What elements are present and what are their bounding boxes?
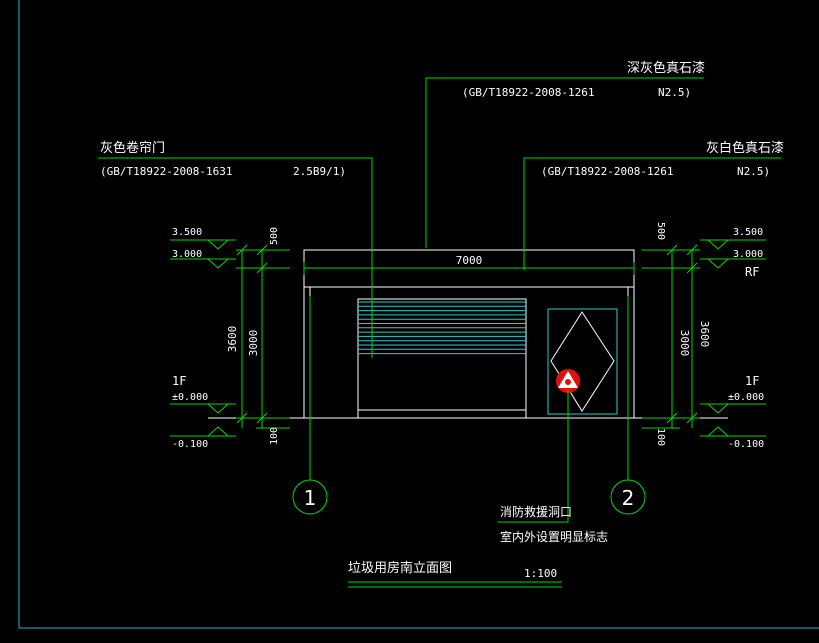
leader-lines [98, 77, 781, 523]
level-right-top: 3.500 [733, 227, 763, 238]
level-left-floor-name: 1F [172, 374, 186, 388]
left-level-markers [170, 239, 236, 437]
dim-left-500: 500 [269, 227, 280, 245]
level-right-floor-name: 1F [745, 374, 759, 388]
fire-rescue-sign-icon [556, 369, 580, 393]
fire-rescue-window [547, 308, 618, 415]
level-right-ground: -0.100 [728, 439, 764, 450]
right-level-markers [700, 239, 766, 437]
dim-left-3000: 3000 [247, 330, 260, 357]
callout-dark-grey-ref: (GB/T18922-2008-1261 [462, 86, 594, 99]
right-dimensions [642, 244, 700, 429]
title-underline [348, 581, 562, 588]
drawing-title: 垃圾用房南立面图 [348, 560, 452, 576]
callout-grey-shutter-ref: (GB/T18922-2008-1631 [100, 165, 232, 178]
callout-grey-shutter-code: 2.5B9/1) [293, 165, 346, 178]
level-left-floor: ±0.000 [172, 392, 208, 403]
drawing-scale: 1:100 [524, 567, 557, 580]
axis-grid [292, 296, 646, 515]
level-left-top: 3.500 [172, 227, 202, 238]
dim-right-500: 500 [655, 222, 666, 240]
width-dimension [303, 262, 635, 275]
axis-label-2: 2 [622, 486, 635, 510]
left-dimensions [236, 244, 290, 429]
dim-right-3000: 3000 [678, 330, 691, 357]
dim-left-3600: 3600 [226, 326, 239, 353]
callout-grey-shutter: 灰色卷帘门 [100, 140, 165, 156]
level-left-ground: -0.100 [172, 439, 208, 450]
dim-left-100: 100 [269, 427, 280, 445]
level-right-roof: 3.000 [733, 249, 763, 260]
callout-dark-grey-stone: 深灰色真石漆 [627, 60, 705, 76]
fire-note-line1: 消防救援洞口 [500, 504, 572, 519]
callout-dark-grey-code: N2.5) [658, 86, 691, 99]
callout-off-white-stone: 灰白色真石漆 [706, 140, 784, 156]
level-right-roof-name: RF [745, 265, 759, 279]
callout-off-white-ref: (GB/T18922-2008-1261 [541, 165, 673, 178]
rolling-shutter-door [357, 298, 527, 419]
callout-off-white-code: N2.5) [737, 165, 770, 178]
dim-width-7000: 7000 [456, 254, 483, 267]
fire-note-line2: 室内外设置明显标志 [500, 529, 608, 544]
level-left-roof: 3.000 [172, 249, 202, 260]
sheet-frame [18, 0, 819, 629]
level-right-floor: ±0.000 [728, 392, 764, 403]
building-outline [250, 249, 690, 419]
dim-right-100: 100 [655, 428, 666, 446]
dim-right-3600: 3600 [698, 321, 711, 348]
axis-label-1: 1 [304, 486, 317, 510]
